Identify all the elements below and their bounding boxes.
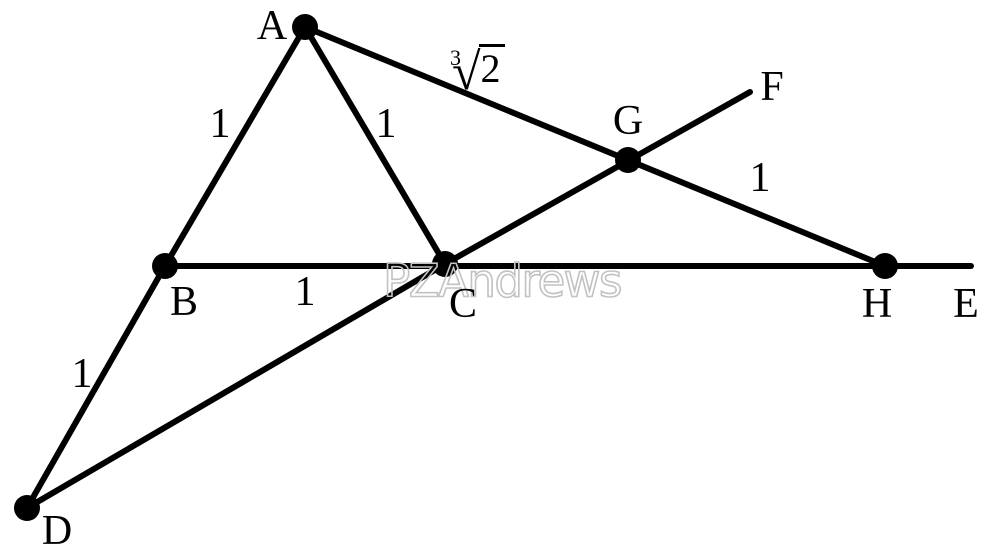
point-dot-H xyxy=(872,253,898,279)
segment-AC xyxy=(302,24,448,267)
edge-label-AB: 1 xyxy=(209,101,231,147)
segment-AB xyxy=(162,24,308,269)
edge-label-GH: 1 xyxy=(749,155,771,201)
edge-label-AG-cube-root: 3√2 xyxy=(450,44,505,99)
edge-label-BD: 1 xyxy=(71,351,93,397)
radical-icon: √ xyxy=(452,44,481,101)
point-label-B: B xyxy=(169,279,199,325)
point-dot-C xyxy=(432,251,458,277)
point-label-G: G xyxy=(612,98,644,144)
root-index: 3 xyxy=(450,45,461,70)
point-dot-D xyxy=(14,495,40,521)
edge-label-AC: 1 xyxy=(375,101,397,147)
segment-DC xyxy=(24,261,448,511)
point-label-C: C xyxy=(448,281,478,327)
point-dot-A xyxy=(292,14,318,40)
root-radicand: 2 xyxy=(478,44,505,89)
segment-AGH xyxy=(302,24,888,269)
edge-label-BC: 1 xyxy=(294,269,316,315)
watermark-text: PZAndrews xyxy=(382,254,623,309)
segment-CGF xyxy=(442,89,753,267)
point-label-F: F xyxy=(760,64,784,110)
point-dot-G xyxy=(615,147,641,173)
point-dot-B xyxy=(152,253,178,279)
point-label-A: A xyxy=(256,3,288,49)
point-label-H: H xyxy=(861,281,893,327)
point-label-E: E xyxy=(953,281,979,327)
point-label-D: D xyxy=(41,508,73,554)
segment-BD xyxy=(24,263,168,511)
